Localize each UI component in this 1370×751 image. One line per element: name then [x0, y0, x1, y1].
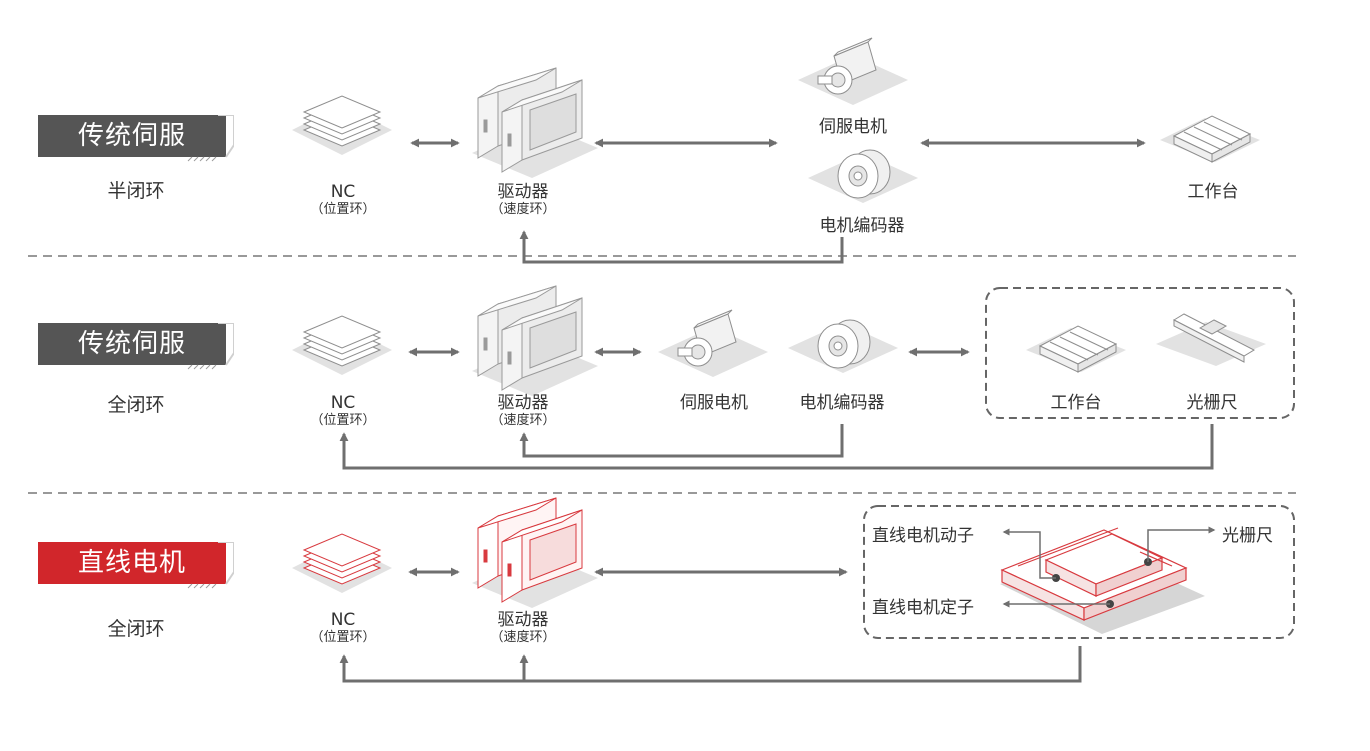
linear-motor-icon: [1000, 527, 1205, 634]
row-title: 传统伺服: [77, 329, 186, 359]
nc-icon: [291, 533, 393, 594]
encoder-icon: [787, 319, 899, 374]
feedback-line: [339, 424, 1214, 470]
servo-motor-label: 伺服电机: [680, 393, 748, 413]
driver-icon: [471, 497, 599, 609]
nc-label: NC（位置环）: [310, 610, 376, 645]
row3-title-badge: 直线电机: [38, 542, 234, 589]
worktable-label: 工作台: [1050, 393, 1102, 413]
stator-label: 直线电机定子: [872, 598, 974, 618]
row-loop-type: 全闭环: [107, 618, 165, 640]
encoder-label: 电机编码器: [799, 393, 885, 413]
grating-icon: [1155, 313, 1267, 367]
driver-label: 驱动器（速度环）: [490, 610, 556, 645]
grating-label: 光栅尺: [1186, 393, 1238, 413]
nc-label: NC（位置环）: [310, 182, 376, 217]
worktable-icon: [1025, 325, 1127, 373]
grating-label: 光栅尺: [1222, 526, 1273, 546]
closed-loop-frame: [863, 505, 1295, 639]
row-loop-type: 半闭环: [107, 180, 165, 202]
worktable-label: 工作台: [1187, 182, 1239, 202]
encoder-label: 电机编码器: [819, 216, 905, 236]
row2-title-badge: 传统伺服: [38, 323, 234, 370]
encoder-icon: [807, 149, 919, 204]
servo-motor-icon: [797, 37, 909, 106]
servo-motor-label: 伺服电机: [819, 117, 887, 137]
mover-label: 直线电机动子: [872, 526, 974, 546]
driver-icon: [471, 67, 599, 179]
worktable-icon: [1159, 115, 1261, 163]
driver-icon: [471, 285, 599, 397]
row-title: 直线电机: [77, 548, 186, 578]
row-loop-type: 全闭环: [107, 394, 165, 416]
row1-title-badge: 传统伺服: [38, 115, 234, 162]
feedback-line: [519, 424, 844, 458]
nc-icon: [291, 315, 393, 376]
driver-label: 驱动器（速度环）: [490, 182, 556, 217]
servo-motor-icon: [657, 309, 769, 378]
driver-label: 驱动器（速度环）: [490, 393, 556, 428]
pointer-line: [1002, 528, 1056, 579]
pointer-line: [1147, 526, 1216, 562]
feedback-line: [339, 646, 1082, 683]
nc-label: NC（位置环）: [310, 393, 376, 428]
feedback-line: [519, 230, 844, 264]
closed-loop-frame: [985, 287, 1295, 419]
nc-icon: [291, 95, 393, 156]
row-title: 传统伺服: [77, 121, 186, 151]
